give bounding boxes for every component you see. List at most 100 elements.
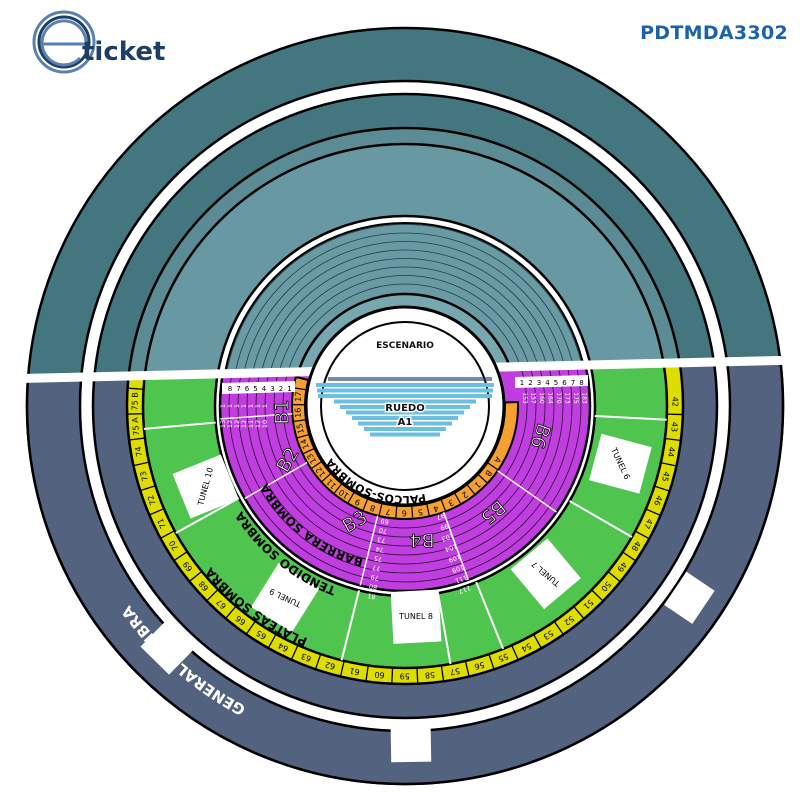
plateas-box[interactable]: 48 bbox=[629, 539, 642, 552]
palco-box[interactable]: 9 bbox=[353, 497, 362, 507]
plateas-box[interactable]: 63 bbox=[300, 651, 313, 663]
plateas-box-divider bbox=[591, 589, 604, 602]
plateas-box[interactable]: 46 bbox=[652, 494, 664, 507]
plateas-box[interactable]: 74 bbox=[134, 446, 145, 458]
palco-box[interactable]: 6 bbox=[402, 508, 407, 517]
seat-number: 173 bbox=[564, 392, 571, 404]
plateas-box-divider bbox=[488, 653, 495, 670]
palco-box[interactable]: 16 bbox=[293, 407, 303, 418]
palco-divider bbox=[426, 503, 431, 517]
palco-box[interactable]: 17 bbox=[293, 391, 303, 402]
palco-divider bbox=[321, 472, 332, 483]
palco-box[interactable]: A bbox=[492, 455, 503, 465]
plateas-box-divider bbox=[339, 660, 345, 677]
palco-box[interactable]: 2 bbox=[460, 490, 469, 500]
plateas-box[interactable]: 71 bbox=[156, 517, 169, 530]
plateas-box[interactable]: 70 bbox=[167, 539, 180, 552]
seat-number: 12 bbox=[226, 420, 234, 428]
event-code: PDTMDA3302 bbox=[640, 22, 788, 44]
tunnel-block bbox=[510, 538, 581, 610]
seat-number: 103 bbox=[440, 531, 454, 543]
tunnel-8[interactable]: TUNEL 8 bbox=[390, 589, 442, 644]
tunnel-10[interactable]: TUNEL 10 bbox=[172, 454, 239, 519]
a1-seat-row bbox=[370, 432, 440, 437]
plateas-box-divider bbox=[245, 620, 256, 635]
plateas-box-divider bbox=[464, 660, 470, 677]
seat-number: 111 bbox=[454, 573, 468, 585]
palco-box[interactable]: 3 bbox=[447, 497, 455, 507]
seat-number: 70 bbox=[378, 526, 388, 535]
access-gate bbox=[140, 622, 193, 675]
plateas-box-divider bbox=[148, 508, 165, 516]
tunnel-7[interactable]: TUNEL 7 bbox=[510, 538, 581, 610]
plateas-box[interactable]: 43 bbox=[669, 422, 679, 433]
barrera-block-b4[interactable]: B4 bbox=[409, 529, 435, 552]
seat-number: 99 bbox=[439, 522, 450, 532]
tendido-divider bbox=[340, 590, 361, 661]
barrera-row-line bbox=[264, 364, 546, 547]
a1-seat-row bbox=[346, 410, 464, 415]
seat-number: 77 bbox=[372, 563, 382, 572]
palco-divider bbox=[395, 505, 398, 519]
palco-box[interactable]: 13 bbox=[305, 452, 318, 465]
plateas-box[interactable]: 54 bbox=[520, 641, 533, 654]
tunnel-6[interactable]: TUNEL 6 bbox=[589, 433, 652, 494]
row-number-strip-left bbox=[222, 381, 295, 394]
palco-box[interactable]: 5 bbox=[417, 507, 423, 517]
plateas-box[interactable]: 72 bbox=[146, 494, 158, 507]
barrera-row-line bbox=[228, 364, 582, 583]
row-number: 1 bbox=[520, 379, 524, 387]
plateas-box-divider bbox=[607, 571, 621, 583]
plateas-box[interactable]: 62 bbox=[324, 660, 336, 671]
plateas-box[interactable]: 42 bbox=[670, 397, 679, 407]
plateas-box[interactable]: 75 B bbox=[130, 392, 139, 410]
seat-number: 1 bbox=[233, 404, 241, 408]
palco-box[interactable]: 14 bbox=[299, 438, 311, 451]
palco-box[interactable]: 8 bbox=[369, 503, 377, 513]
plateas-box[interactable]: 57 bbox=[449, 666, 461, 677]
plateas-box[interactable]: 75 A bbox=[131, 417, 141, 436]
seat-number: 109 bbox=[447, 552, 461, 564]
tunnel-9[interactable]: TUNEL 9 bbox=[251, 562, 320, 633]
seat-number: 12 bbox=[254, 420, 262, 428]
plateas-box[interactable]: 55 bbox=[497, 651, 510, 663]
palco-divider bbox=[477, 473, 488, 484]
seat-number: 10 bbox=[261, 420, 269, 428]
a1-label: A1 bbox=[398, 417, 413, 428]
row-number: 7 bbox=[571, 379, 575, 387]
palco-box[interactable]: 7 bbox=[385, 507, 391, 517]
a1-seat-row bbox=[317, 388, 493, 393]
plateas-box[interactable]: 45 bbox=[660, 470, 671, 482]
barrera-block-b1[interactable]: B1 bbox=[271, 399, 294, 425]
palco-divider bbox=[466, 484, 476, 496]
plateas-box[interactable]: 44 bbox=[666, 446, 677, 458]
barrera-divider bbox=[442, 511, 469, 581]
plateas-box-divider bbox=[645, 508, 661, 516]
plateas-box[interactable]: 61 bbox=[349, 666, 361, 677]
palco-box[interactable]: 4 bbox=[432, 503, 439, 513]
plateas-box[interactable]: 59 bbox=[400, 671, 410, 680]
palco-box[interactable]: B bbox=[483, 468, 493, 478]
plateas-box[interactable]: 58 bbox=[424, 670, 435, 680]
palco-box[interactable]: 1 bbox=[473, 480, 483, 490]
plateas-box[interactable]: 73 bbox=[139, 470, 150, 482]
seat-number: 13 bbox=[219, 420, 227, 428]
palco-box[interactable]: 15 bbox=[295, 423, 306, 435]
tendido-divider bbox=[175, 497, 240, 534]
barrera-row-line bbox=[255, 364, 555, 556]
plateas-box[interactable]: 56 bbox=[473, 660, 485, 671]
palco-divider bbox=[310, 460, 323, 470]
tunnel-label: TUNEL 8 bbox=[398, 612, 433, 621]
ruedo-label: RUEDO bbox=[385, 403, 424, 414]
seat-number: 12 bbox=[240, 420, 248, 428]
seat-number: 153 bbox=[521, 392, 528, 404]
plateas-box-divider bbox=[532, 633, 542, 649]
plateas-box[interactable]: 64 bbox=[277, 641, 290, 654]
plateas-box[interactable]: 60 bbox=[374, 670, 385, 680]
row-number: 2 bbox=[528, 379, 532, 387]
a1-seating-block[interactable] bbox=[316, 377, 494, 437]
plateas-box-divider bbox=[634, 530, 650, 540]
row-number: 8 bbox=[579, 379, 583, 387]
tendido-divider bbox=[569, 500, 633, 538]
plateas-box[interactable]: 47 bbox=[642, 517, 655, 530]
